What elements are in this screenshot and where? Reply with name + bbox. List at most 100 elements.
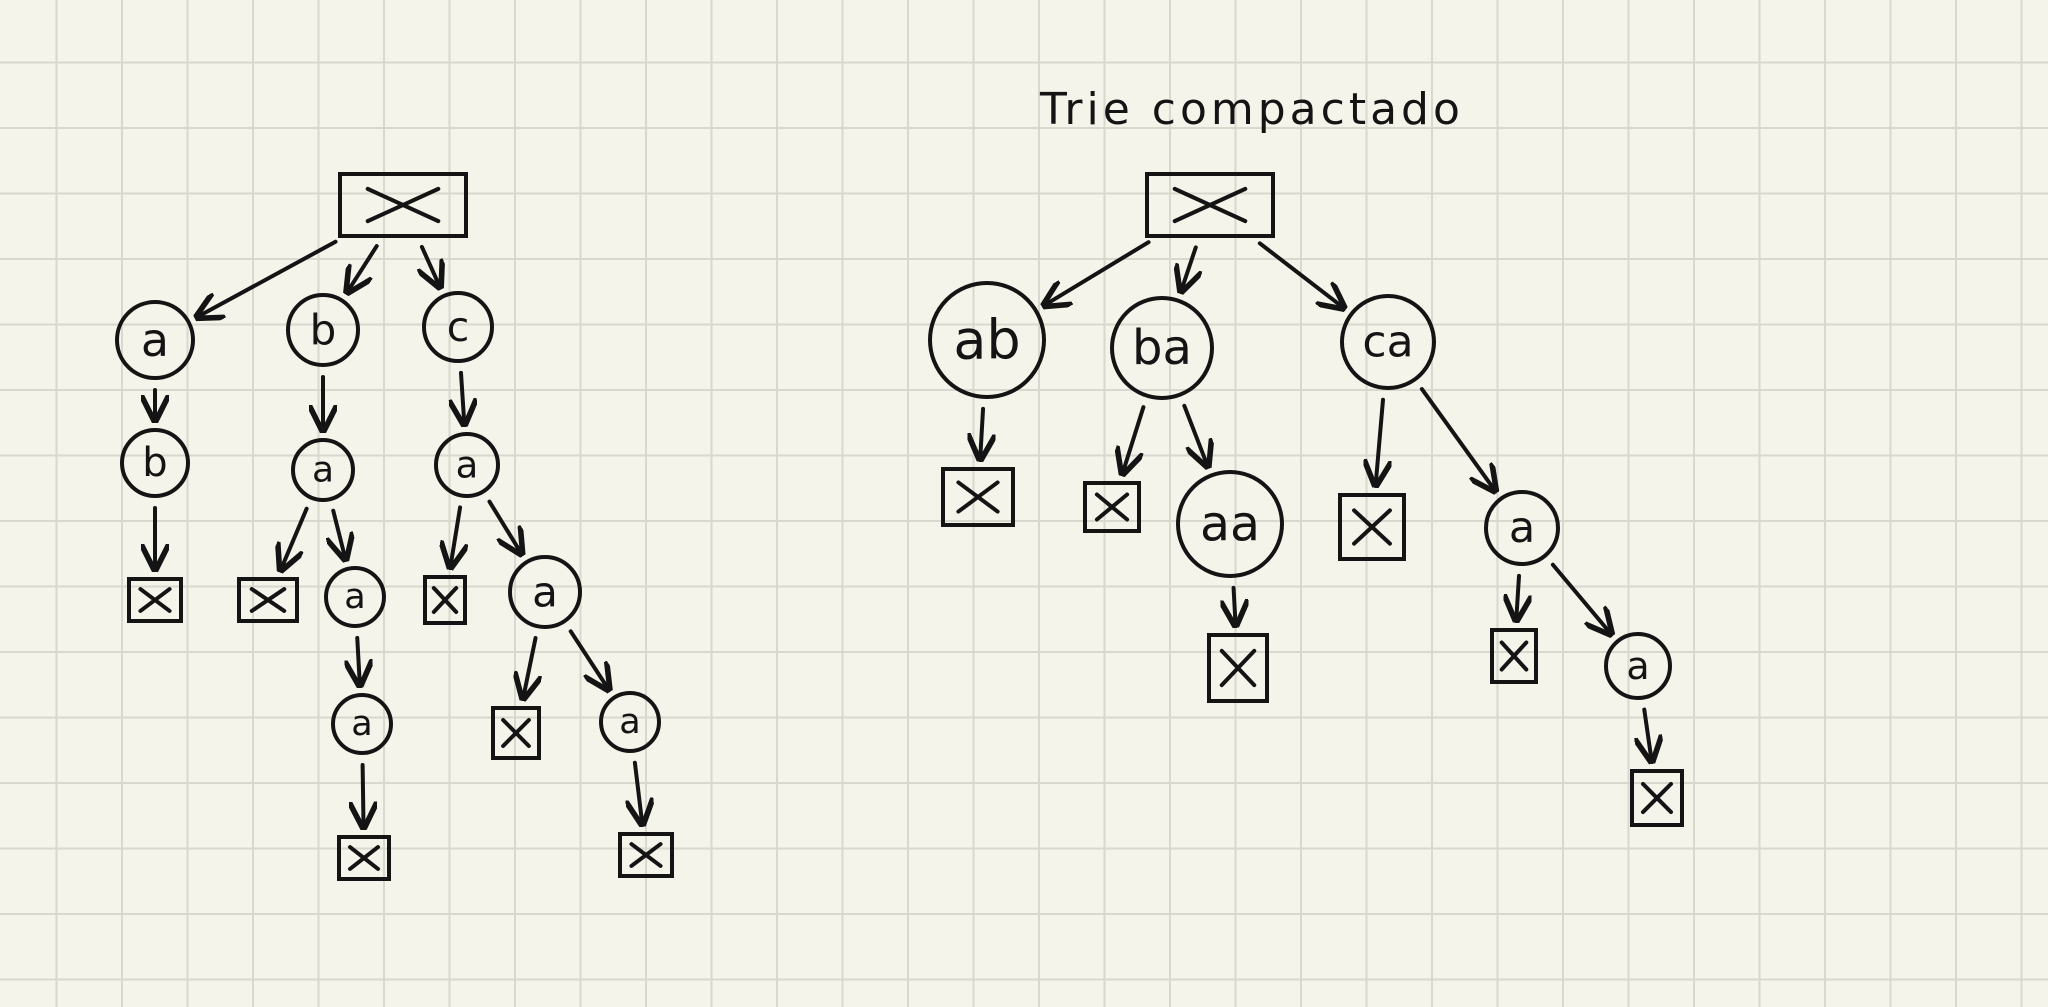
edge-arrow: [1516, 573, 1519, 620]
edge-arrow: [1257, 241, 1344, 308]
end-box: [127, 577, 183, 623]
end-marker-node: [1145, 172, 1275, 238]
node-circle: [115, 300, 195, 380]
end-box: [1490, 628, 1538, 684]
edge-arrow: [568, 629, 609, 689]
trie-node: aa: [1176, 470, 1284, 578]
end-marker-node: [338, 172, 468, 238]
node-circle: [324, 566, 386, 628]
trie-node: b: [120, 428, 190, 498]
end-box: [618, 832, 674, 878]
node-label: b: [142, 440, 167, 486]
edge-arrow: [635, 760, 642, 824]
edge-arrow: [1234, 585, 1236, 625]
node-circle: [1604, 632, 1672, 700]
x-mark-icon: [501, 718, 531, 748]
edge-arrow: [1182, 403, 1207, 466]
edge-arrow: [980, 406, 983, 459]
x-mark-icon: [348, 845, 380, 871]
node-circle: [422, 291, 494, 363]
end-box: [1207, 633, 1269, 703]
node-label: ab: [953, 309, 1020, 372]
end-box: [941, 467, 1015, 527]
edge-arrow: [523, 636, 535, 698]
x-mark-icon: [1499, 640, 1529, 672]
node-circle: [1484, 490, 1560, 566]
end-marker-node: [1490, 628, 1538, 684]
node-circle: [1176, 470, 1284, 578]
node-circle: [120, 428, 190, 498]
end-box: [491, 706, 541, 760]
trie-node: a: [508, 555, 582, 629]
edge-arrow: [1419, 387, 1495, 491]
end-box: [1083, 481, 1141, 533]
node-label: ca: [1362, 317, 1413, 368]
node-circle: [508, 555, 582, 629]
end-marker-node: [1083, 481, 1141, 533]
node-label: a: [532, 568, 558, 617]
node-label: b: [310, 306, 337, 355]
end-marker-node: [127, 577, 183, 623]
trie-node: a: [324, 566, 386, 628]
node-label: ba: [1132, 320, 1192, 376]
edge-arrow: [347, 244, 379, 292]
end-box: [423, 575, 467, 625]
node-circle: [434, 432, 500, 498]
end-marker-node: [618, 832, 674, 878]
x-mark-icon: [431, 586, 459, 614]
end-marker-node: [1207, 633, 1269, 703]
edge-arrow: [487, 499, 522, 554]
end-marker-node: [237, 577, 299, 623]
x-mark-icon: [249, 587, 287, 613]
edge-arrow: [197, 239, 338, 317]
node-label: a: [351, 704, 372, 744]
edge-arrow: [1550, 562, 1611, 634]
node-label: c: [447, 303, 470, 351]
node-label: aa: [1200, 496, 1260, 553]
node-label: a: [312, 450, 334, 491]
node-circle: [286, 293, 360, 367]
edge-arrow: [450, 505, 460, 567]
end-marker-node: [423, 575, 467, 625]
node-label: a: [619, 702, 640, 742]
end-box: [1338, 493, 1406, 561]
x-mark-icon: [1172, 186, 1248, 224]
trie-node: c: [422, 291, 494, 363]
trie-node: a: [1604, 632, 1672, 700]
node-label: a: [344, 577, 365, 617]
trie-node: a: [115, 300, 195, 380]
edge-arrow: [357, 635, 360, 685]
edge-arrow: [1181, 245, 1196, 291]
trie-node: a: [331, 693, 393, 755]
x-mark-icon: [365, 186, 441, 224]
end-marker-node: [941, 467, 1015, 527]
x-mark-icon: [1219, 648, 1257, 688]
x-mark-icon: [138, 587, 172, 613]
end-box: [237, 577, 299, 623]
end-box: [338, 172, 468, 238]
edge-arrow: [281, 506, 309, 570]
node-circle: [1110, 296, 1214, 400]
trie-node: b: [286, 293, 360, 367]
trie-node: ca: [1340, 294, 1436, 390]
end-box: [337, 835, 391, 881]
end-box: [1145, 172, 1275, 238]
end-box: [1630, 769, 1684, 827]
node-circle: [1340, 294, 1436, 390]
diagram-title: Trie compactado: [1040, 84, 1464, 135]
edge-arrow: [1644, 707, 1651, 762]
node-label: a: [141, 313, 169, 367]
edge-arrow: [461, 370, 464, 424]
x-mark-icon: [1352, 508, 1392, 546]
end-marker-node: [491, 706, 541, 760]
x-mark-icon: [1641, 781, 1673, 815]
x-mark-icon: [629, 842, 663, 868]
trie-node: a: [434, 432, 500, 498]
edge-arrow: [1376, 397, 1383, 485]
trie-node: a: [291, 438, 355, 502]
node-circle: [331, 693, 393, 755]
x-mark-icon: [1094, 492, 1130, 522]
node-circle: [599, 691, 661, 753]
trie-node: ab: [928, 281, 1046, 399]
trie-node: a: [599, 691, 661, 753]
